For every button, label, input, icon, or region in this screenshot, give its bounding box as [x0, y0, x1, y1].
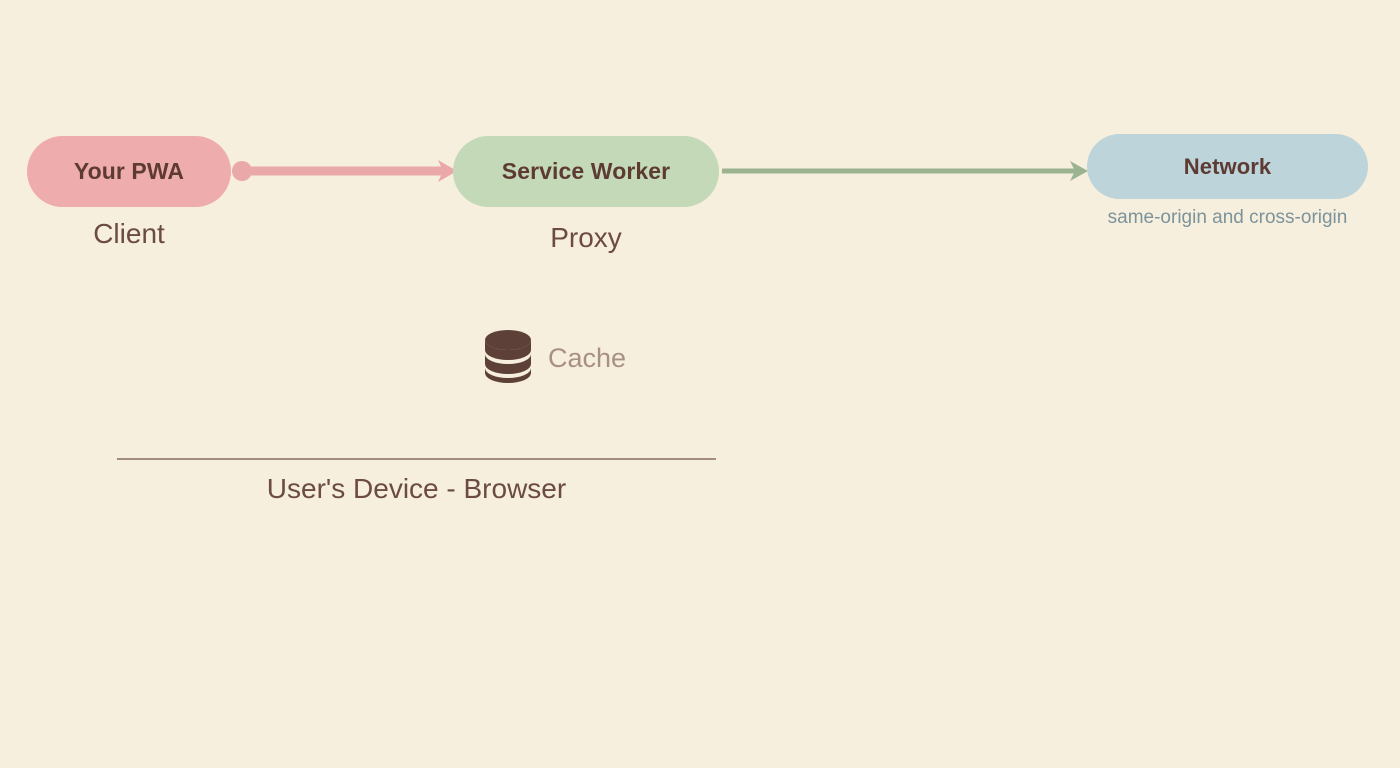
cache-label: Cache: [548, 343, 627, 373]
node-network[interactable]: Network: [1087, 134, 1368, 199]
caption-network-origins: same-origin and cross-origin: [1107, 207, 1348, 228]
caption-proxy: Proxy: [550, 222, 622, 253]
connector-start-dot-pink: [232, 161, 252, 181]
device-boundary-divider: [117, 458, 716, 460]
connector-service-worker-to-network: [722, 161, 1088, 181]
database-icon: [484, 328, 532, 389]
connector-arrowhead-green: [1070, 161, 1088, 181]
device-boundary-label: User's Device - Browser: [266, 473, 567, 504]
node-your-pwa[interactable]: Your PWA: [27, 136, 231, 207]
connector-pwa-to-service-worker: [232, 160, 457, 182]
caption-client: Client: [93, 218, 165, 249]
cache-group: Cache: [484, 328, 626, 389]
node-service-worker[interactable]: Service Worker: [453, 136, 719, 207]
